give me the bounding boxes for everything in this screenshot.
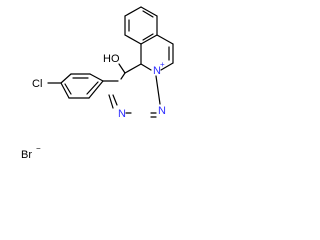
bond <box>124 34 142 45</box>
double-bond-inner <box>86 81 99 95</box>
bond <box>140 63 152 71</box>
bond <box>120 72 126 80</box>
bond <box>155 75 161 105</box>
bond <box>160 62 174 71</box>
pyridinium-ring <box>140 34 174 71</box>
double-bond-inner <box>64 83 72 95</box>
chlorophenyl-ring <box>47 73 104 99</box>
hydroxyl-label: HO <box>103 53 120 65</box>
bond <box>108 94 114 109</box>
bond <box>140 6 158 17</box>
bond <box>124 63 142 74</box>
double-bond-inner <box>112 94 118 106</box>
chlorine-atom-label: Cl <box>32 78 42 90</box>
quaternary-carbon-bonds <box>102 63 126 82</box>
bond <box>60 73 72 84</box>
bond <box>140 34 158 45</box>
benzo-ring <box>124 6 158 45</box>
bond <box>124 6 142 17</box>
positive-charge-label: + <box>160 60 165 69</box>
triazine-nitrogen-right-label: N <box>158 105 166 117</box>
bromide-label: Br <box>21 149 32 161</box>
negative-charge-label: − <box>36 144 41 153</box>
bond <box>156 34 174 45</box>
triazine-nitrogen-left-label: N <box>118 108 126 120</box>
pyridinium-nitrogen-label: N <box>153 65 161 77</box>
bond <box>118 63 126 74</box>
double-bond-inner <box>142 33 154 41</box>
double-bond-inner <box>142 10 154 18</box>
triazine-ring <box>108 63 161 118</box>
bond <box>89 73 104 82</box>
chemical-structure-diagram: Cl HO N + N N Br − <box>21 6 174 161</box>
bond <box>60 82 70 99</box>
bond <box>88 80 104 99</box>
